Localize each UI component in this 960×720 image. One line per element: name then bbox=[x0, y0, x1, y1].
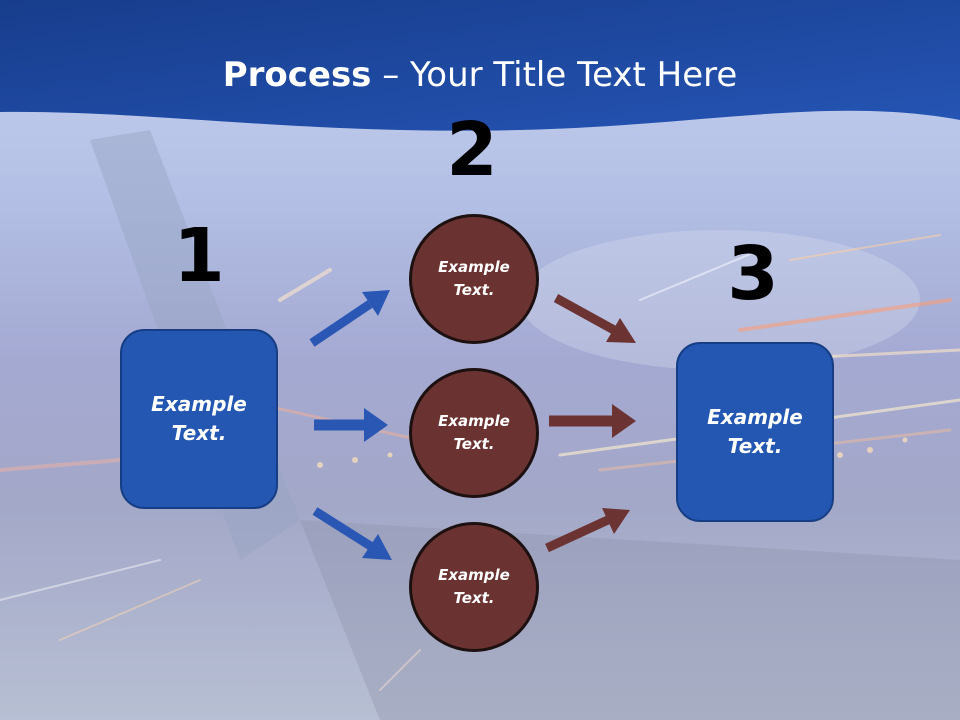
title-rest: – Your Title Text Here bbox=[371, 55, 738, 95]
brown-arrow-down bbox=[553, 294, 636, 343]
step-3-label: Example Text. bbox=[707, 405, 803, 458]
blue-arrow-right bbox=[314, 408, 388, 442]
brown-arrow-up bbox=[545, 508, 630, 553]
step-2-circle-top: Example Text. bbox=[409, 214, 539, 344]
step-number-2: 2 bbox=[446, 107, 498, 193]
step-2-circle-bottom: Example Text. bbox=[409, 522, 539, 652]
blue-arrow-down bbox=[312, 507, 392, 560]
blue-arrow-up bbox=[309, 290, 390, 347]
step-number-1: 1 bbox=[173, 213, 225, 299]
step-1-label: Example Text. bbox=[151, 392, 247, 445]
step-number-3: 3 bbox=[727, 231, 779, 317]
title-bold: Process bbox=[222, 55, 372, 95]
step-1-box: Example Text. bbox=[120, 329, 278, 509]
step-2-circle-middle: Example Text. bbox=[409, 368, 539, 498]
circle-top-label: Example Text. bbox=[438, 258, 510, 299]
header-band bbox=[0, 0, 960, 131]
circle-bottom-label: Example Text. bbox=[438, 566, 510, 607]
brown-arrow-right bbox=[549, 404, 636, 438]
slide-title: Process – Your Title Text Here bbox=[0, 52, 960, 98]
circle-middle-label: Example Text. bbox=[438, 412, 510, 453]
step-3-box: Example Text. bbox=[676, 342, 834, 522]
